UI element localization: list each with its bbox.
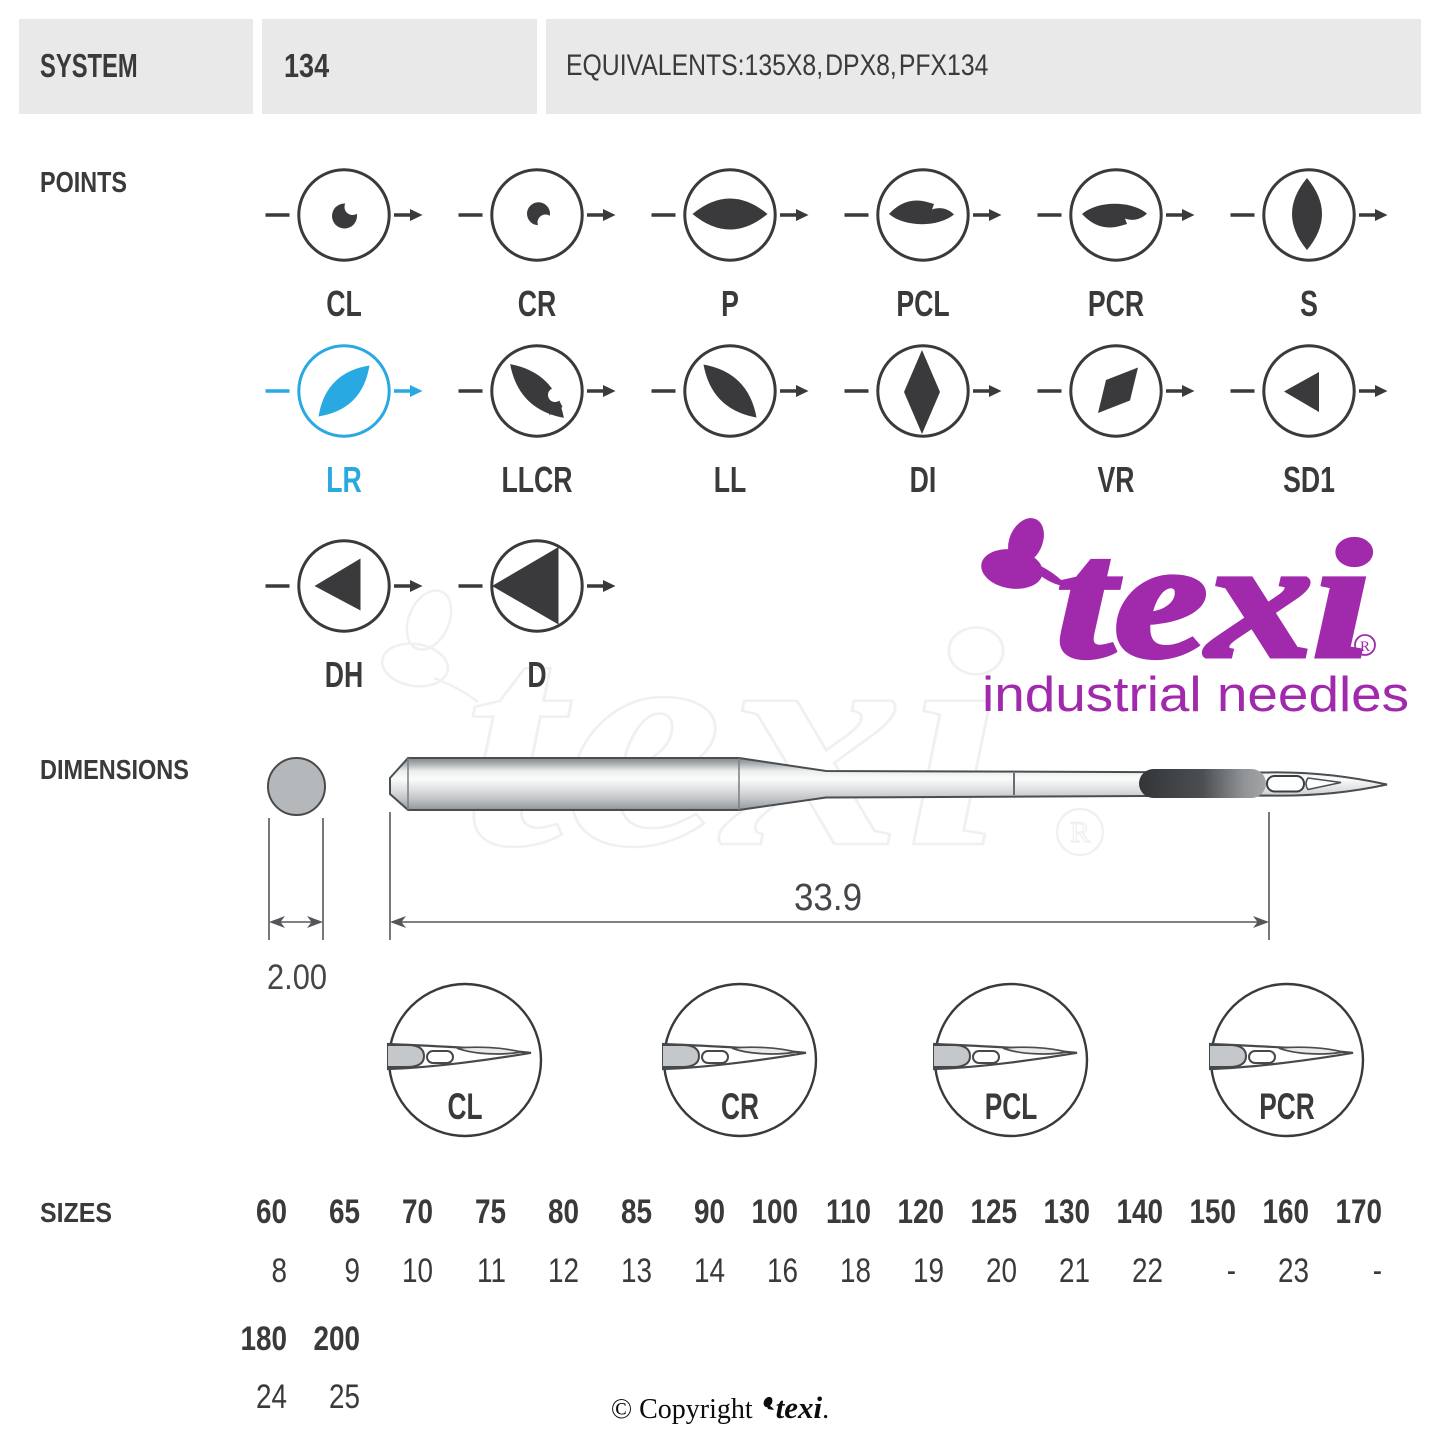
svg-text:R: R	[1360, 639, 1370, 655]
svg-text:R: R	[1070, 816, 1090, 849]
